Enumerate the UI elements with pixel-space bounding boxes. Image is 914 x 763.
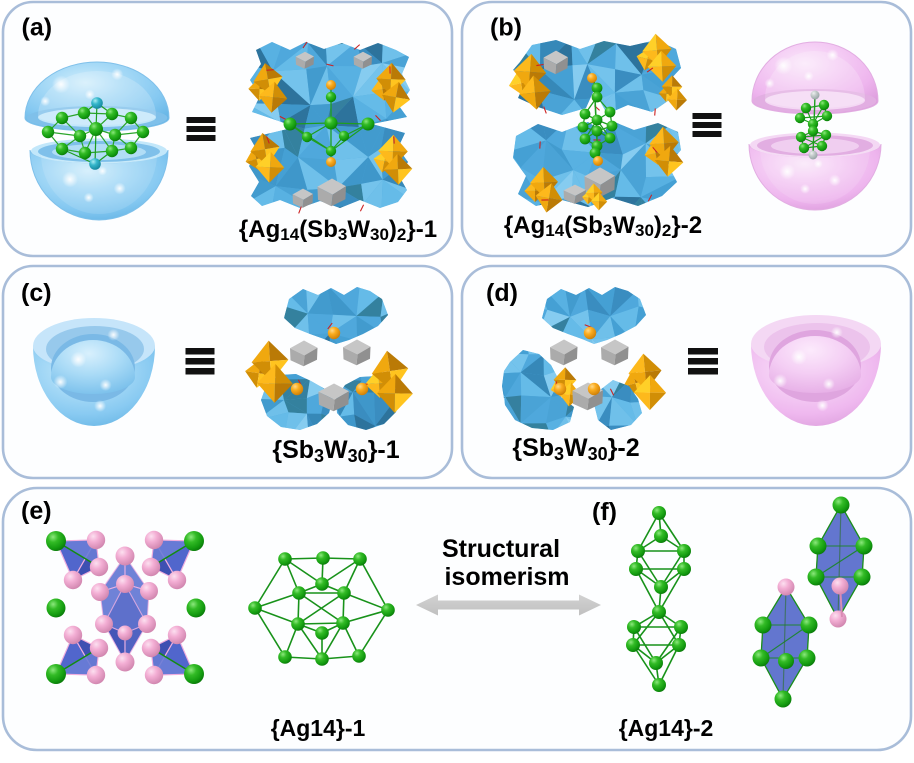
svg-text:{Ag14}-2: {Ag14}-2	[619, 715, 714, 741]
svg-text:{Ag14}-1: {Ag14}-1	[271, 715, 366, 741]
svg-text:{Sb3W30}-1: {Sb3W30}-1	[272, 436, 399, 466]
svg-text:(d): (d)	[486, 279, 518, 307]
svg-text:{Sb3W30}-2: {Sb3W30}-2	[512, 434, 639, 464]
svg-text:Structural: Structural	[442, 535, 560, 563]
svg-text:(b): (b)	[490, 14, 522, 42]
svg-text:isomerism: isomerism	[444, 563, 569, 591]
svg-text:(c): (c)	[21, 279, 52, 307]
svg-text:(e): (e)	[21, 497, 52, 525]
svg-text:(f): (f)	[592, 498, 617, 526]
svg-text:(a): (a)	[22, 14, 53, 42]
